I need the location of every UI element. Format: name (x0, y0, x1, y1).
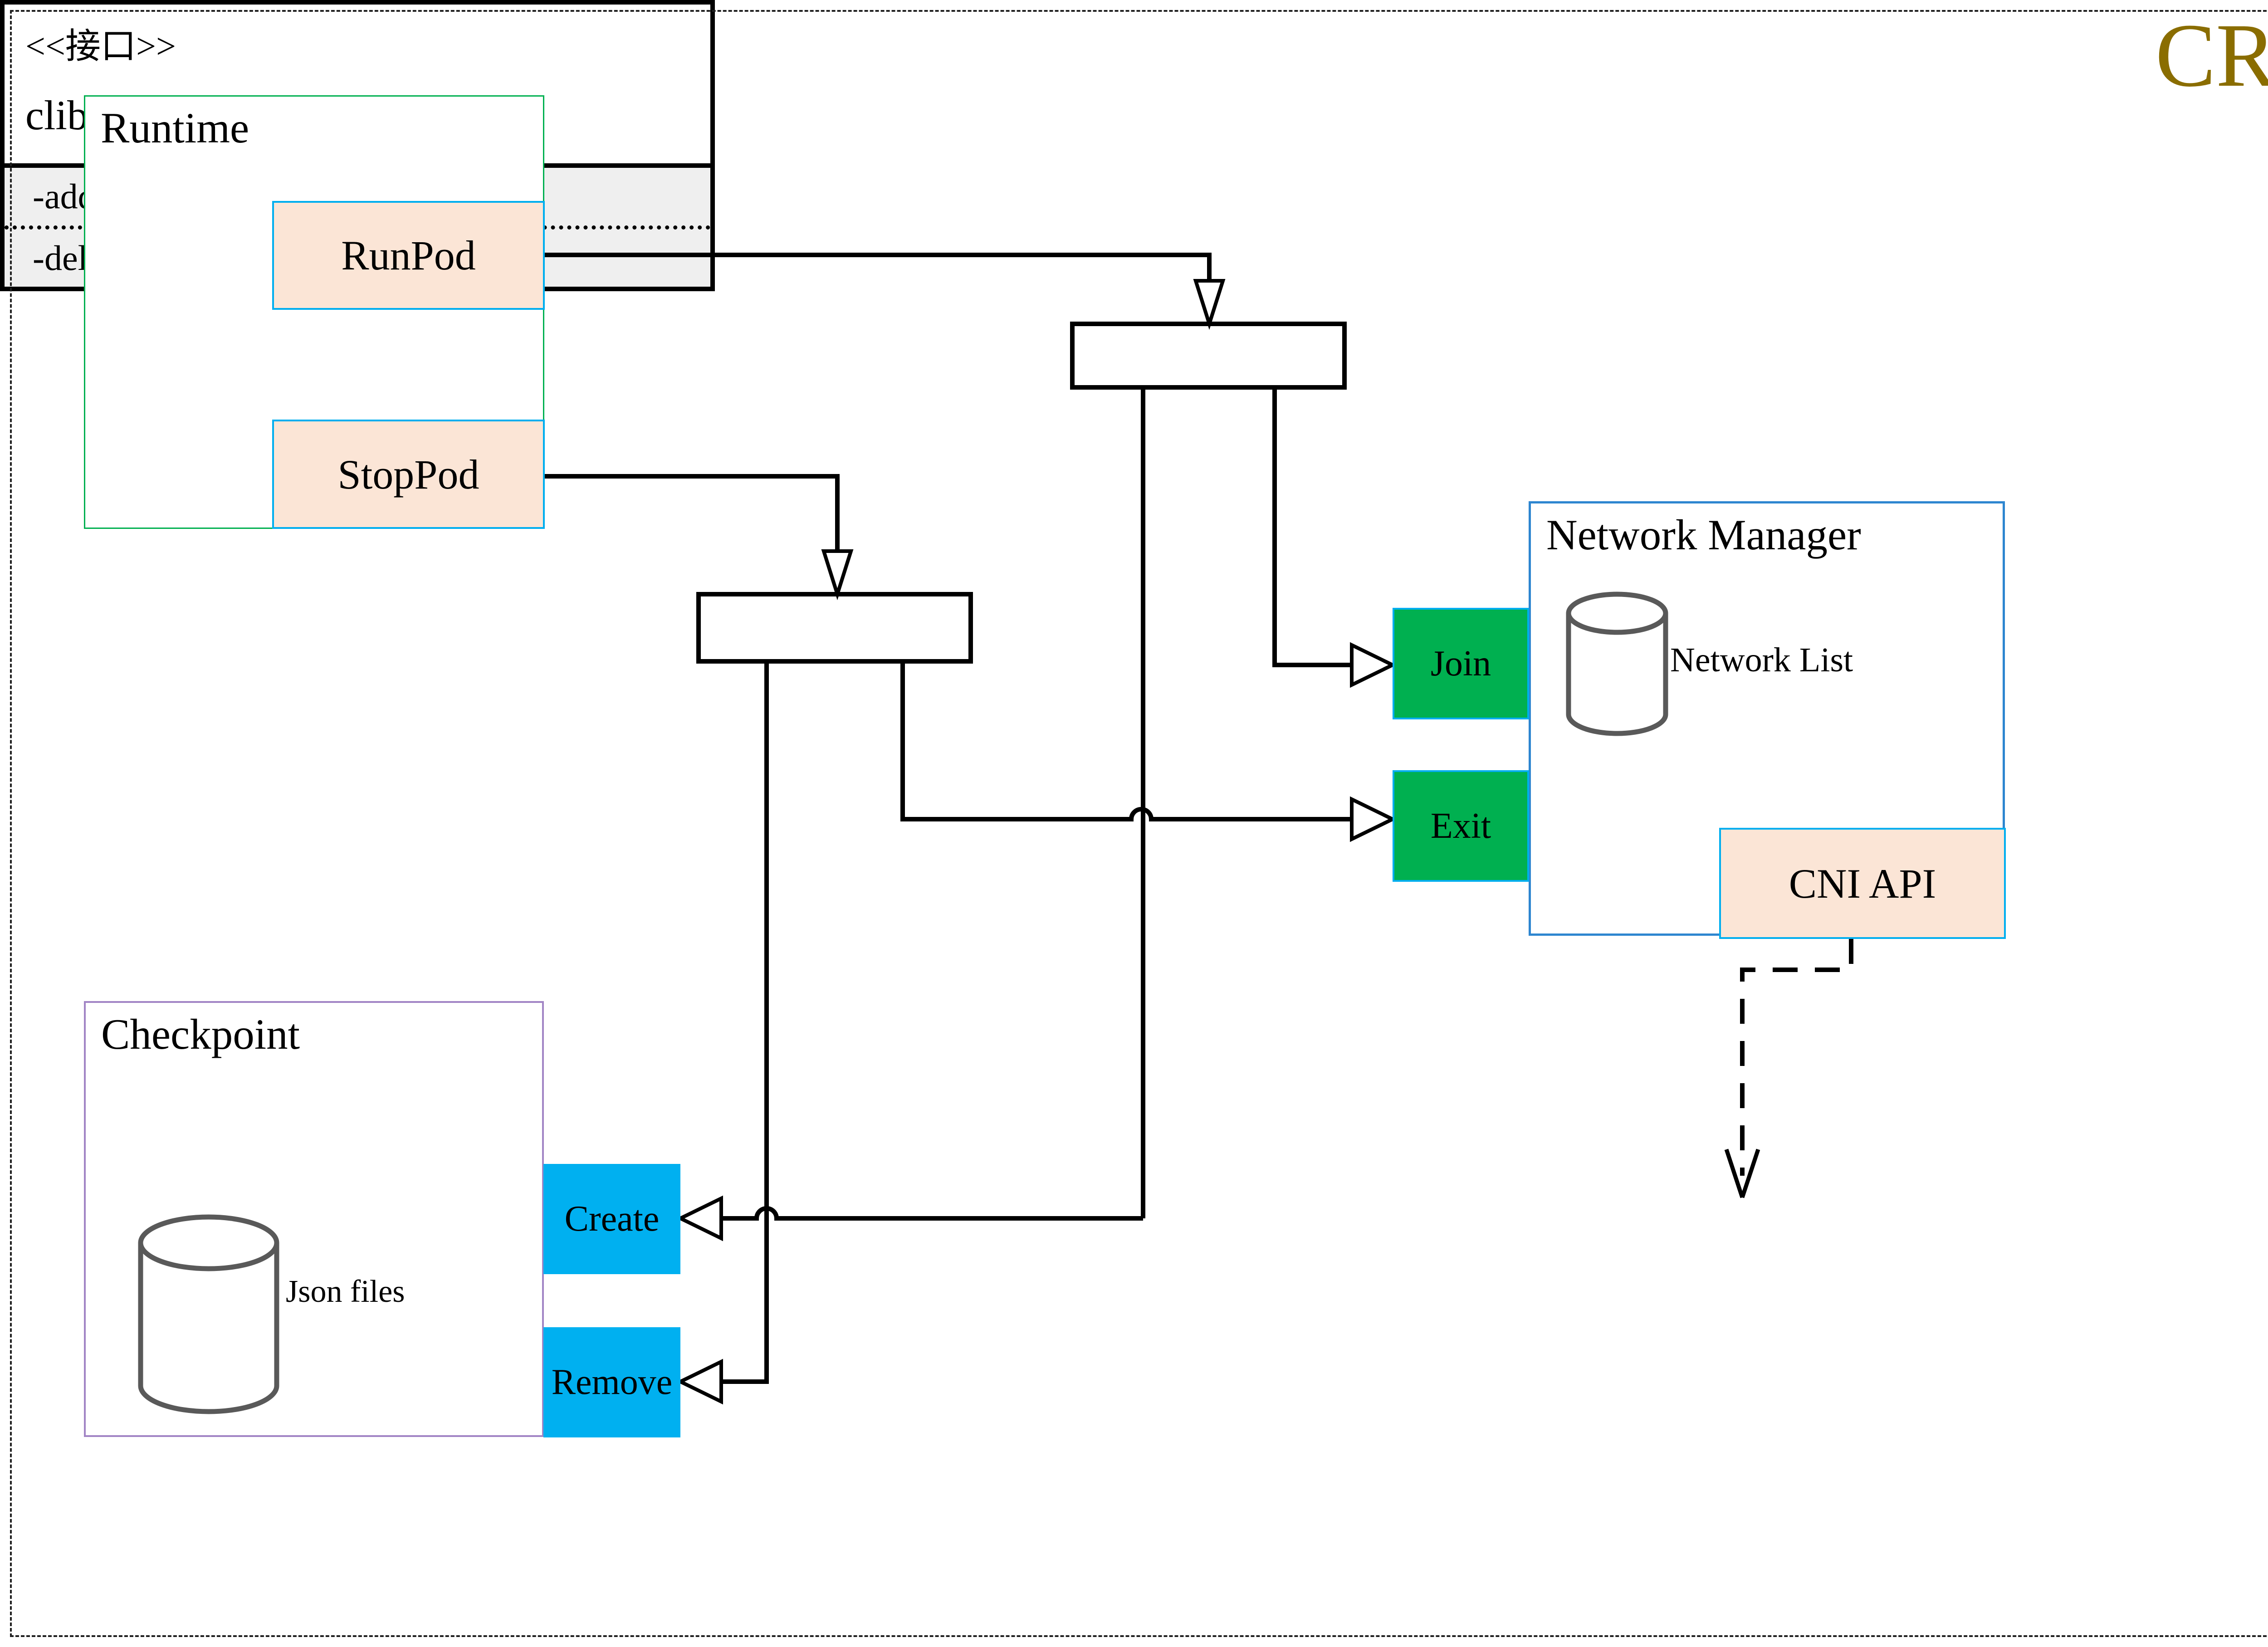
create-node: Create (543, 1164, 680, 1274)
remove-label: Remove (551, 1362, 673, 1402)
network-list-label: Network List (1670, 641, 1853, 679)
cni-api-label: CNI API (1789, 860, 1936, 907)
exit-label: Exit (1430, 806, 1491, 846)
diagram-title: CRI (2155, 5, 2268, 106)
network-manager-title: Network Manager (1546, 511, 1861, 559)
join-node: Join (1393, 608, 1529, 719)
exit-node: Exit (1393, 770, 1529, 882)
runtime-title: Runtime (101, 104, 249, 152)
checkpoint-box: Checkpoint (84, 1001, 544, 1437)
cni-api-node: CNI API (1719, 828, 2006, 939)
page-dashed-border (10, 10, 2268, 1637)
runpod-label: RunPod (341, 232, 476, 279)
join-label: Join (1430, 643, 1491, 684)
clibcni-stereotype: <<接口>> (25, 26, 176, 66)
runpod-node: RunPod (272, 201, 545, 310)
create-label: Create (564, 1199, 660, 1239)
remove-node: Remove (543, 1327, 680, 1437)
checkpoint-title: Checkpoint (101, 1010, 300, 1058)
json-files-label: Json files (286, 1274, 405, 1309)
stoppod-label: StopPod (337, 451, 479, 498)
stoppod-node: StopPod (272, 420, 545, 529)
